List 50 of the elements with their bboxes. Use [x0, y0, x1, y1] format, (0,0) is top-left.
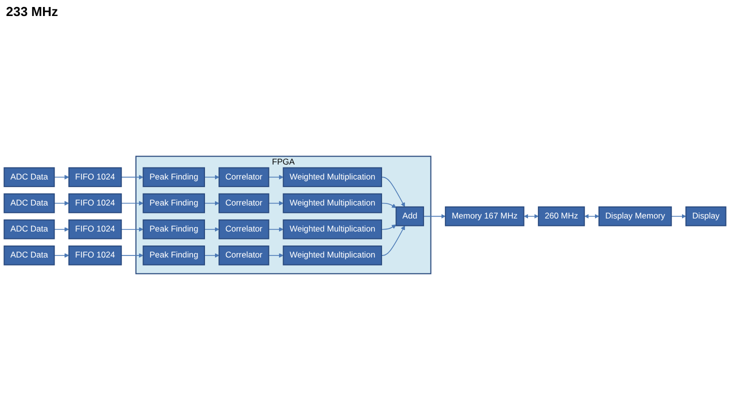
frequency-note: 233 MHz — [6, 4, 58, 19]
node-box: Weighted Multiplication — [282, 193, 382, 214]
node-box: Add — [396, 206, 424, 226]
arrow — [120, 174, 144, 180]
arrow — [120, 200, 144, 206]
arrow — [204, 200, 220, 206]
node-box: FIFO 1024 — [68, 219, 122, 240]
arrow — [54, 253, 70, 258]
arrow — [268, 253, 284, 258]
node-box: ADC Data — [4, 167, 55, 188]
node-box: Peak Finding — [142, 193, 205, 214]
node-box: ADC Data — [4, 246, 55, 266]
arrow — [120, 227, 144, 232]
node-box: ADC Data — [4, 219, 55, 240]
arrow — [120, 253, 144, 258]
arrow — [268, 227, 284, 232]
arrow — [381, 225, 405, 256]
arrow — [54, 200, 70, 206]
arrow — [268, 200, 284, 206]
node-box: Display — [685, 206, 726, 226]
node-box: Weighted Multiplication — [282, 167, 382, 188]
arrow — [423, 214, 446, 219]
arrow — [670, 214, 686, 219]
node-box: Peak Finding — [142, 167, 205, 188]
arrow — [584, 214, 600, 219]
node-box: FIFO 1024 — [68, 246, 122, 266]
node-box: Correlator — [218, 167, 270, 188]
arrow — [204, 253, 220, 258]
node-box: Peak Finding — [142, 246, 205, 266]
node-box: FIFO 1024 — [68, 167, 122, 188]
node-box: Correlator — [218, 193, 270, 214]
arrow — [204, 227, 220, 232]
node-box: Weighted Multiplication — [282, 219, 382, 240]
node-box: Display Memory — [598, 206, 672, 226]
node-box: ADC Data — [4, 193, 55, 214]
arrow — [268, 174, 284, 180]
arrow — [54, 174, 70, 180]
node-box: 260 MHz — [538, 206, 585, 226]
node-box: Peak Finding — [142, 219, 205, 240]
arrow — [381, 176, 405, 208]
node-box: Memory 167 MHz — [444, 206, 524, 226]
arrow — [381, 224, 396, 230]
arrow — [204, 174, 220, 180]
node-box: Weighted Multiplication — [282, 246, 382, 266]
arrow — [381, 202, 396, 208]
arrow — [54, 227, 70, 232]
node-box: FIFO 1024 — [68, 193, 122, 214]
arrow — [524, 214, 539, 219]
node-box: Correlator — [218, 219, 270, 240]
node-box: Correlator — [218, 246, 270, 266]
